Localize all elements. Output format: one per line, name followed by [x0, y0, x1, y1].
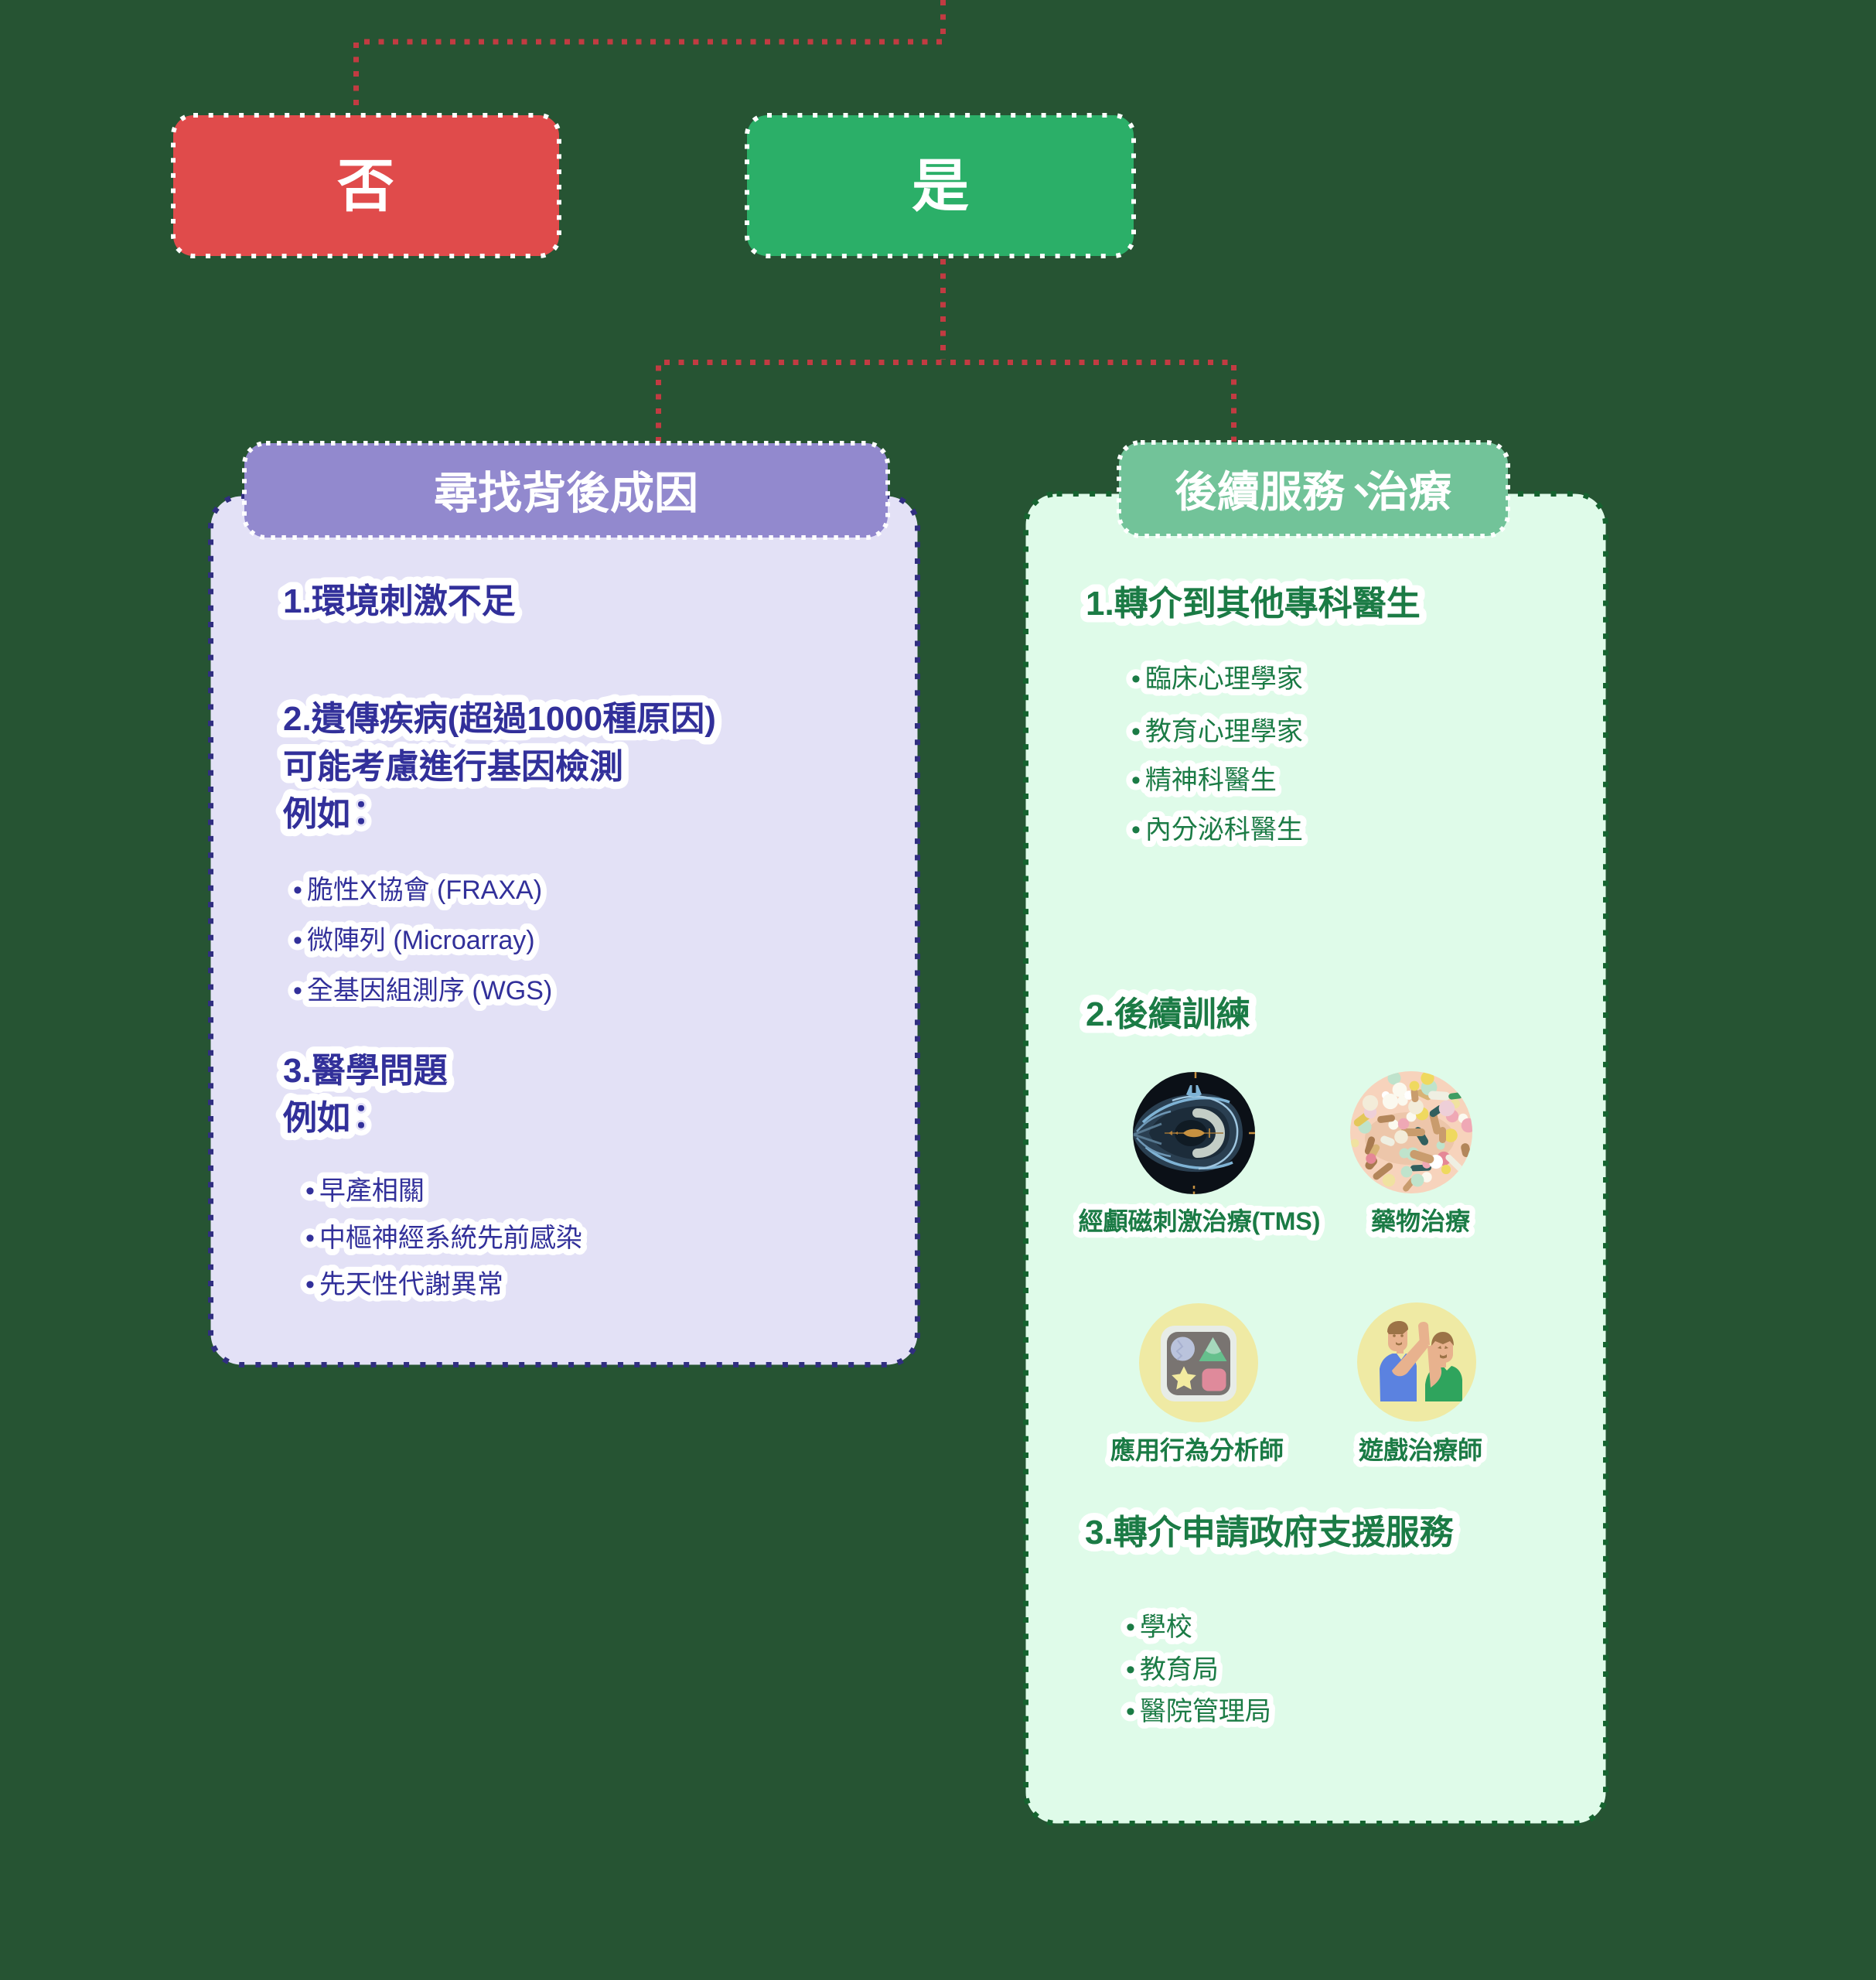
svg-text:1.環境刺激不足: 1.環境刺激不足: [283, 582, 516, 620]
svg-text:3.醫學問題: 3.醫學問題: [283, 1052, 448, 1090]
svg-text:是: 是: [912, 154, 969, 218]
svg-text:2.後續訓練: 2.後續訓練: [1086, 995, 1250, 1033]
svg-text:•教育心理學家: •教育心理學家: [1131, 717, 1303, 746]
svg-text:•先天性代謝異常: •先天性代謝異常: [305, 1270, 503, 1299]
svg-text:•早產相關: •早產相關: [305, 1176, 425, 1206]
svg-text:•中樞神經系統先前感染: •中樞神經系統先前感染: [305, 1224, 582, 1253]
svg-text:•精神科醫生: •精神科醫生: [1131, 766, 1277, 795]
svg-text:例如：: 例如：: [282, 795, 378, 833]
svg-text:經顱磁刺激治療(TMS): 經顱磁刺激治療(TMS): [1079, 1207, 1321, 1235]
svg-text:3.轉介申請政府支援服務: 3.轉介申請政府支援服務: [1085, 1514, 1455, 1552]
svg-text:例如：: 例如：: [282, 1099, 378, 1137]
svg-text:經顱磁刺激治療(TMS): 經顱磁刺激治療(TMS): [1079, 1207, 1321, 1235]
svg-text:2.後續訓練: 2.後續訓練: [1086, 995, 1250, 1033]
svg-text:•中樞神經系統先前感染: •中樞神經系統先前感染: [305, 1224, 582, 1253]
svg-text:•先天性代謝異常: •先天性代謝異常: [305, 1270, 503, 1299]
svg-text:•教育心理學家: •教育心理學家: [1131, 717, 1303, 746]
svg-text:藥物治療: 藥物治療: [1371, 1207, 1471, 1235]
svg-text:可能考慮進行基因檢測: 可能考慮進行基因檢測: [283, 748, 623, 786]
svg-text:例如：: 例如：: [282, 795, 378, 833]
svg-text:1.轉介到其他專科醫生: 1.轉介到其他專科醫生: [1086, 585, 1421, 623]
svg-text:•微陣列 (Microarray): •微陣列 (Microarray): [293, 926, 535, 955]
svg-text:可能考慮進行基因檢測: 可能考慮進行基因檢測: [283, 748, 623, 786]
svg-text:2.遺傳疾病(超過1000種原因): 2.遺傳疾病(超過1000種原因): [283, 700, 716, 738]
svg-text:否: 否: [337, 154, 394, 218]
svg-text:1.環境刺激不足: 1.環境刺激不足: [283, 582, 516, 620]
svg-text:例如：: 例如：: [282, 1099, 378, 1137]
svg-text:•學校: •學校: [1126, 1613, 1192, 1642]
svg-text:•內分泌科醫生: •內分泌科醫生: [1131, 815, 1303, 845]
svg-text:•臨床心理學家: •臨床心理學家: [1131, 664, 1303, 694]
svg-text:•全基因組測序 (WGS): •全基因組測序 (WGS): [293, 976, 552, 1005]
svg-text:•精神科醫生: •精神科醫生: [1131, 766, 1277, 795]
svg-text:•教育局: •教育局: [1126, 1655, 1219, 1685]
svg-text:•全基因組測序 (WGS): •全基因組測序 (WGS): [293, 976, 552, 1005]
svg-text:•醫院管理局: •醫院管理局: [1126, 1697, 1271, 1726]
svg-text:•脆性X協會 (FRAXA): •脆性X協會 (FRAXA): [293, 876, 542, 905]
svg-text:3.醫學問題: 3.醫學問題: [283, 1052, 448, 1090]
svg-text:•醫院管理局: •醫院管理局: [1126, 1697, 1271, 1726]
svg-text:•臨床心理學家: •臨床心理學家: [1131, 664, 1303, 694]
svg-text:•脆性X協會 (FRAXA): •脆性X協會 (FRAXA): [293, 876, 542, 905]
svg-text:3.轉介申請政府支援服務: 3.轉介申請政府支援服務: [1085, 1514, 1455, 1552]
svg-text:後續服務、治療: 後續服務、治療: [1175, 468, 1451, 516]
svg-text:•微陣列 (Microarray): •微陣列 (Microarray): [293, 926, 535, 955]
svg-text:•內分泌科醫生: •內分泌科醫生: [1131, 815, 1303, 845]
svg-text:應用行為分析師: 應用行為分析師: [1110, 1436, 1284, 1464]
svg-text:•早產相關: •早產相關: [305, 1176, 425, 1206]
svg-text:應用行為分析師: 應用行為分析師: [1110, 1436, 1284, 1464]
svg-text:1.轉介到其他專科醫生: 1.轉介到其他專科醫生: [1086, 585, 1421, 623]
svg-text:尋找背後成因: 尋找背後成因: [434, 469, 698, 518]
svg-text:2.遺傳疾病(超過1000種原因): 2.遺傳疾病(超過1000種原因): [283, 700, 716, 738]
svg-text:遊戲治療師: 遊戲治療師: [1359, 1436, 1482, 1464]
svg-text:藥物治療: 藥物治療: [1371, 1207, 1471, 1235]
svg-text:遊戲治療師: 遊戲治療師: [1359, 1436, 1482, 1464]
